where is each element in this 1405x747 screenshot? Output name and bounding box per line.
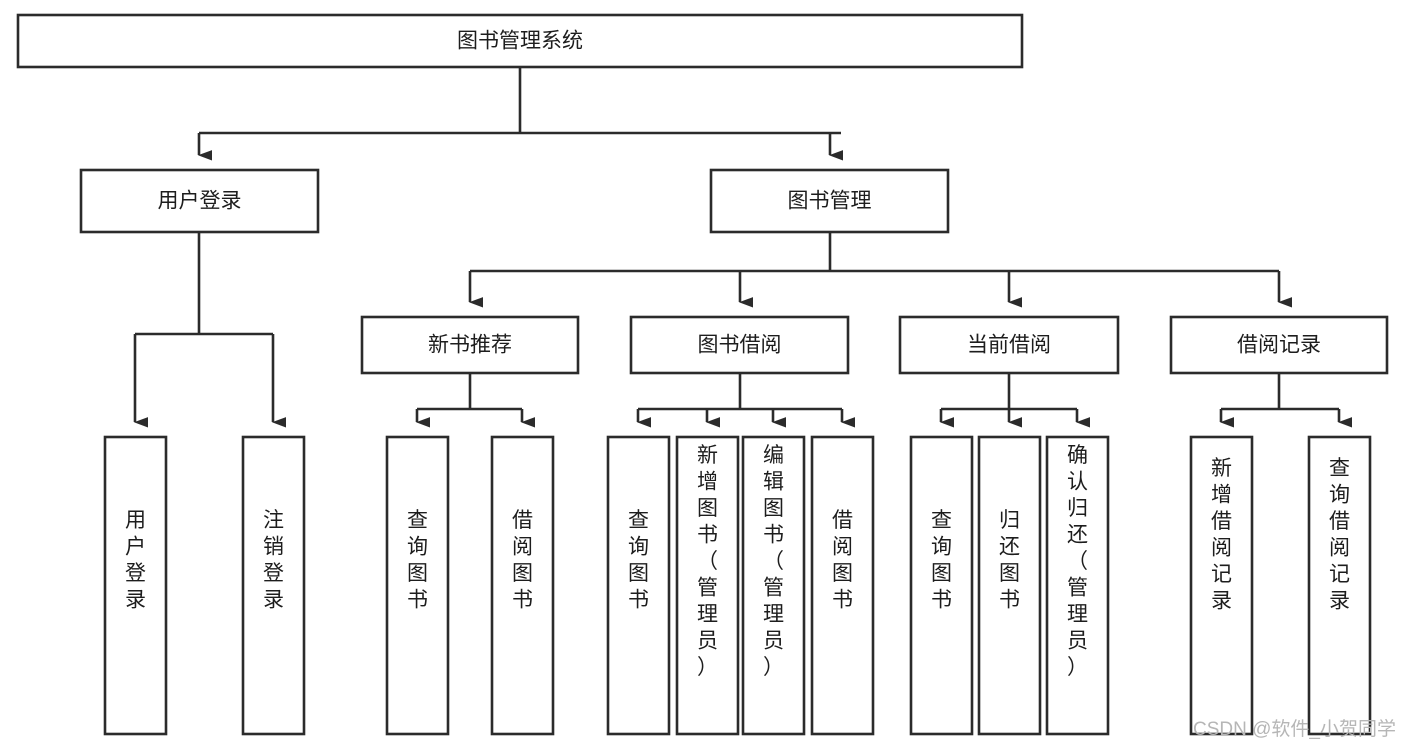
node-book-borrow-box[interactable] [629,315,850,375]
node-borrow-record-box[interactable] [1169,315,1389,375]
node-book-management-label: 图书管理 [788,190,872,213]
node-leaf-borrow-book-1[interactable]: 借阅图书 [490,435,555,736]
node-root-label: 图书管理系统 [457,30,583,53]
node-new-book-recommend[interactable]: 新书推荐 [360,315,580,375]
node-user-login-label: 用户登录 [158,190,242,213]
node-leaf-query-book-1-label: 查询图书 [407,509,428,612]
node-leaf-add-record-box[interactable] [1189,435,1254,736]
node-leaf-query-book-1-box[interactable] [385,435,450,736]
node-leaf-logout-login[interactable]: 注销登录 [241,435,306,736]
node-leaf-query-book-2[interactable]: 查询图书 [606,435,671,736]
node-current-borrow-box[interactable] [898,315,1120,375]
node-leaf-borrow-book-1-label: 借阅图书 [512,509,533,612]
node-leaf-query-record[interactable]: 查询借阅记录 [1307,435,1372,736]
node-leaf-borrow-book-2-label: 借阅图书 [832,509,853,612]
node-leaf-user-login-label: 用户登录 [125,509,146,612]
connector-group-borrow-record [1219,373,1352,428]
node-leaf-confirm-return-label: 确认归还（管理员） [1067,444,1088,679]
node-borrow-record-label: 借阅记录 [1237,334,1321,357]
node-user-login-box[interactable] [79,168,320,234]
node-book-management-box[interactable] [709,168,950,234]
node-root-box[interactable] [16,13,1024,69]
node-leaf-return-book-label: 归还图书 [999,509,1020,612]
node-book-borrow[interactable]: 图书借阅 [629,315,850,375]
node-leaf-query-book-2-box[interactable] [606,435,671,736]
node-leaf-return-book-box[interactable] [977,435,1042,736]
connector-group-current-borrow [939,373,1090,428]
node-book-management[interactable]: 图书管理 [709,168,950,234]
node-leaf-query-book-1[interactable]: 查询图书 [385,435,450,736]
node-leaf-user-login-box[interactable] [103,435,168,736]
node-leaf-confirm-return-box[interactable] [1045,435,1110,736]
connector-group-new-book-recommend [415,373,535,428]
node-leaf-edit-book-label: 编辑图书（管理员） [763,444,784,679]
node-leaf-query-book-3[interactable]: 查询图书 [909,435,974,736]
node-root[interactable]: 图书管理系统 [16,13,1024,69]
node-leaf-edit-book-box[interactable] [741,435,806,736]
node-leaf-add-record[interactable]: 新增借阅记录 [1189,435,1254,736]
connector-group-book-borrow [636,373,855,428]
node-borrow-record[interactable]: 借阅记录 [1169,315,1389,375]
watermark-label: CSDN @软件_小贺同学 [1193,718,1396,740]
node-current-borrow[interactable]: 当前借阅 [898,315,1120,375]
node-leaf-query-book-3-label: 查询图书 [931,509,952,612]
node-user-login[interactable]: 用户登录 [79,168,320,234]
node-leaf-borrow-book-1-box[interactable] [490,435,555,736]
connector-group-root [197,67,843,161]
node-leaf-borrow-book-2-box[interactable] [810,435,875,736]
node-leaf-query-book-2-label: 查询图书 [628,509,649,612]
node-leaf-add-book-label: 新增图书（管理员） [697,444,718,679]
node-leaf-add-book-box[interactable] [675,435,740,736]
node-leaf-query-book-3-box[interactable] [909,435,974,736]
node-book-borrow-label: 图书借阅 [698,334,782,357]
node-new-book-recommend-box[interactable] [360,315,580,375]
node-leaf-query-record-box[interactable] [1307,435,1372,736]
node-leaf-user-login[interactable]: 用户登录 [103,435,168,736]
node-leaf-return-book[interactable]: 归还图书 [977,435,1042,736]
node-leaf-edit-book[interactable]: 编辑图书（管理员） [741,435,806,736]
node-leaf-logout-login-box[interactable] [241,435,306,736]
node-leaf-add-record-label: 新增借阅记录 [1211,457,1232,613]
node-leaf-borrow-book-2[interactable]: 借阅图书 [810,435,875,736]
connector-group-user-login [133,232,286,428]
connector-group-book-management [468,232,1292,308]
node-current-borrow-label: 当前借阅 [967,334,1051,357]
node-leaf-add-book[interactable]: 新增图书（管理员） [675,435,740,736]
node-new-book-recommend-label: 新书推荐 [428,334,512,357]
node-leaf-query-record-label: 查询借阅记录 [1329,457,1350,613]
node-leaf-confirm-return[interactable]: 确认归还（管理员） [1045,435,1110,736]
node-leaf-logout-login-label: 注销登录 [263,509,284,612]
